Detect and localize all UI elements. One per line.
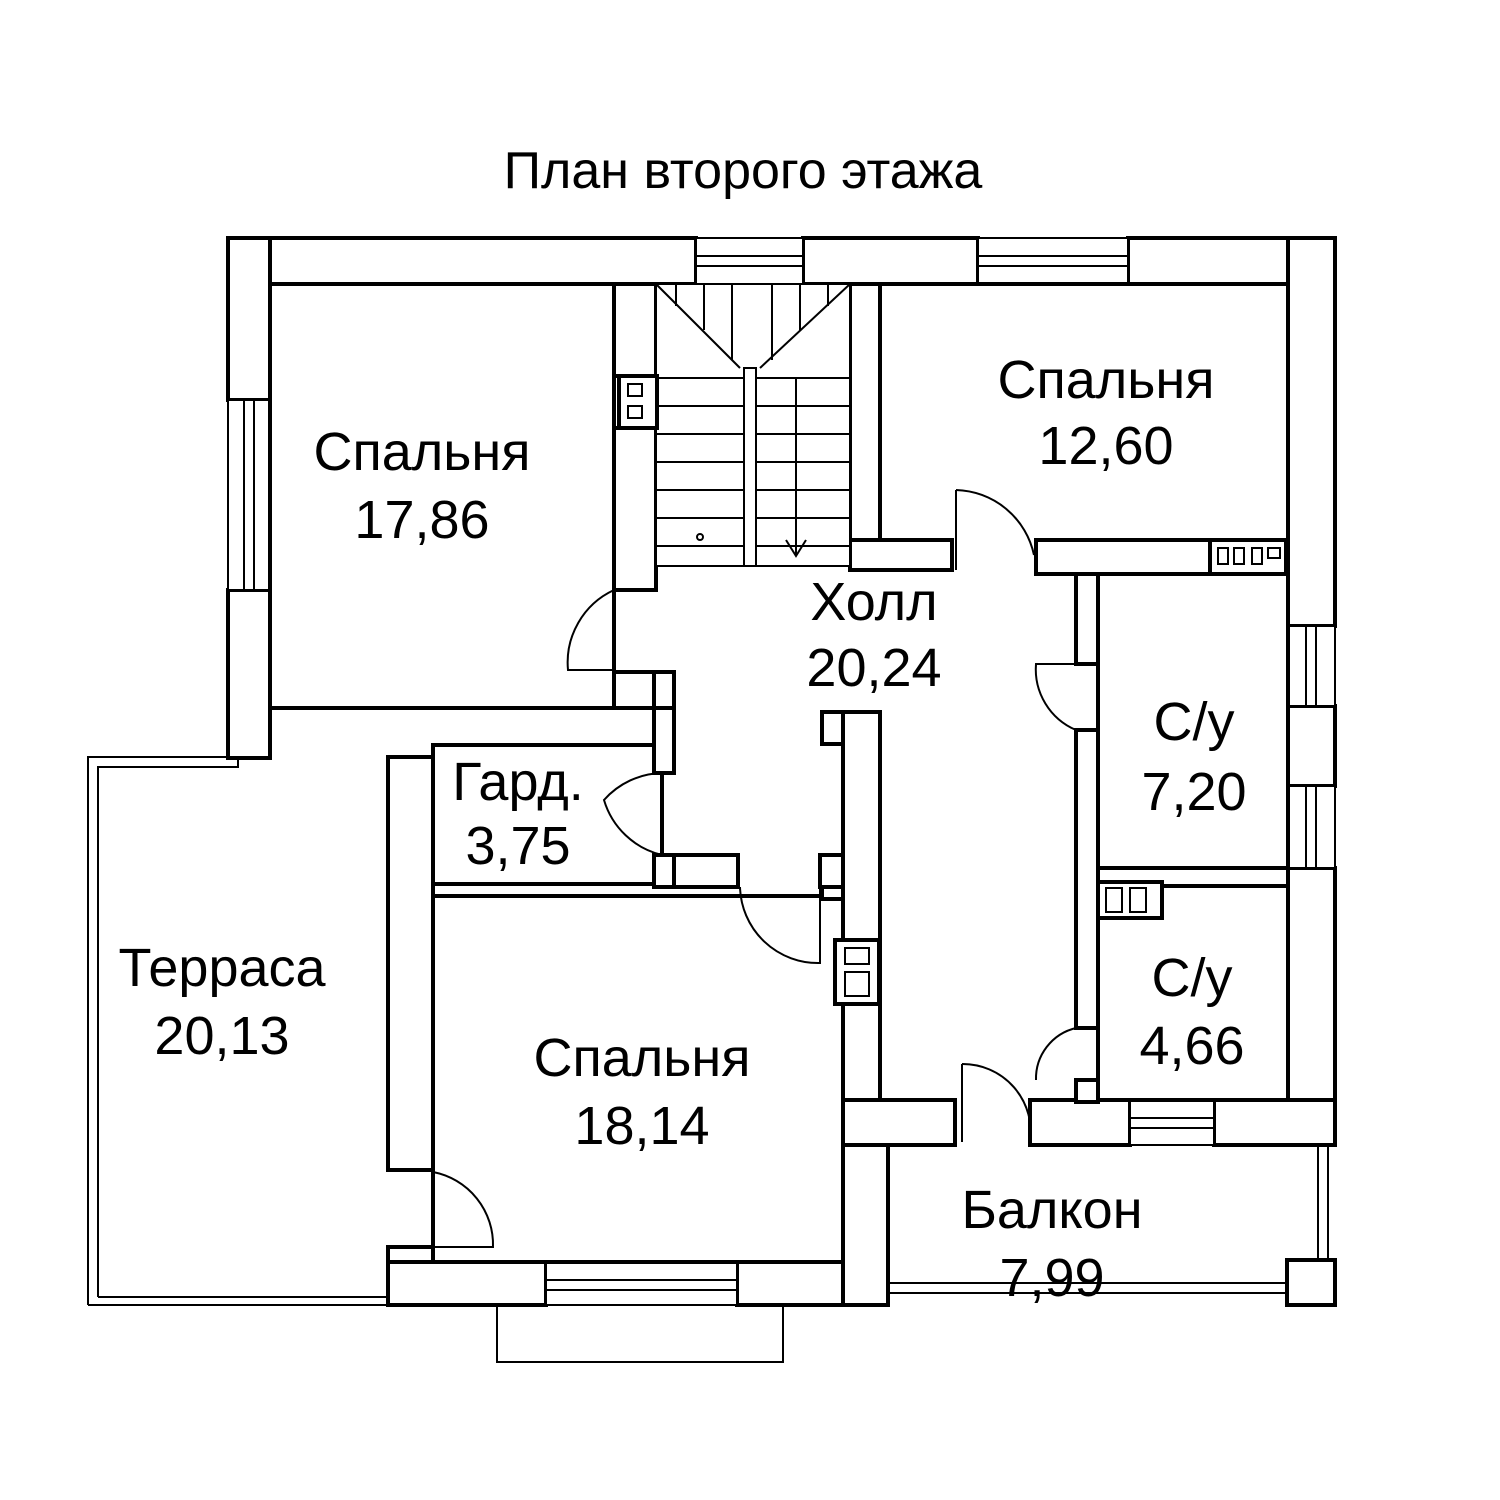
balcony-railing [888, 1145, 1337, 1307]
room-name: С/у [1154, 692, 1235, 752]
room-name: Балкон [961, 1180, 1142, 1240]
room-name: Спальня [998, 350, 1215, 410]
outer-walls [226, 236, 1337, 1307]
room-label-hall: Холл 20,24 [806, 572, 941, 698]
plan-title: План второго этажа [504, 142, 983, 200]
room-label-wardrobe: Гард. 3,75 [452, 752, 584, 876]
room-area: 12,60 [1038, 416, 1173, 476]
room-area: 18,14 [574, 1096, 709, 1156]
room-area: 7,99 [999, 1248, 1104, 1308]
room-area: 20,13 [154, 1006, 289, 1066]
room-area: 7,20 [1141, 762, 1246, 822]
room-label-bathroom-2: С/у 4,66 [1139, 948, 1244, 1076]
room-label-bedroom-3: Спальня 18,14 [534, 1028, 751, 1156]
windows [227, 237, 1336, 1306]
room-label-bedroom-1: Спальня 17,86 [314, 422, 531, 550]
terrace-outline [87, 756, 392, 1306]
vent-blocks [617, 374, 1288, 1006]
staircase [655, 283, 851, 567]
bay-window [496, 1305, 784, 1363]
room-name: Холл [810, 572, 937, 632]
room-label-balcony: Балкон 7,99 [961, 1180, 1142, 1308]
room-label-bedroom-2: Спальня 12,60 [998, 350, 1215, 476]
room-area: 4,66 [1139, 1016, 1244, 1076]
room-area: 20,24 [806, 638, 941, 698]
room-name: Спальня [534, 1028, 751, 1088]
room-label-terrace: Терраса 20,13 [118, 938, 326, 1066]
room-area: 17,86 [354, 490, 489, 550]
doors [432, 489, 1077, 1248]
room-label-bathroom-1: С/у 7,20 [1141, 692, 1246, 822]
room-area: 3,75 [465, 816, 570, 876]
room-name: С/у [1152, 948, 1233, 1008]
room-name: Гард. [452, 752, 584, 812]
room-name: Спальня [314, 422, 531, 482]
room-name: Терраса [118, 938, 326, 998]
